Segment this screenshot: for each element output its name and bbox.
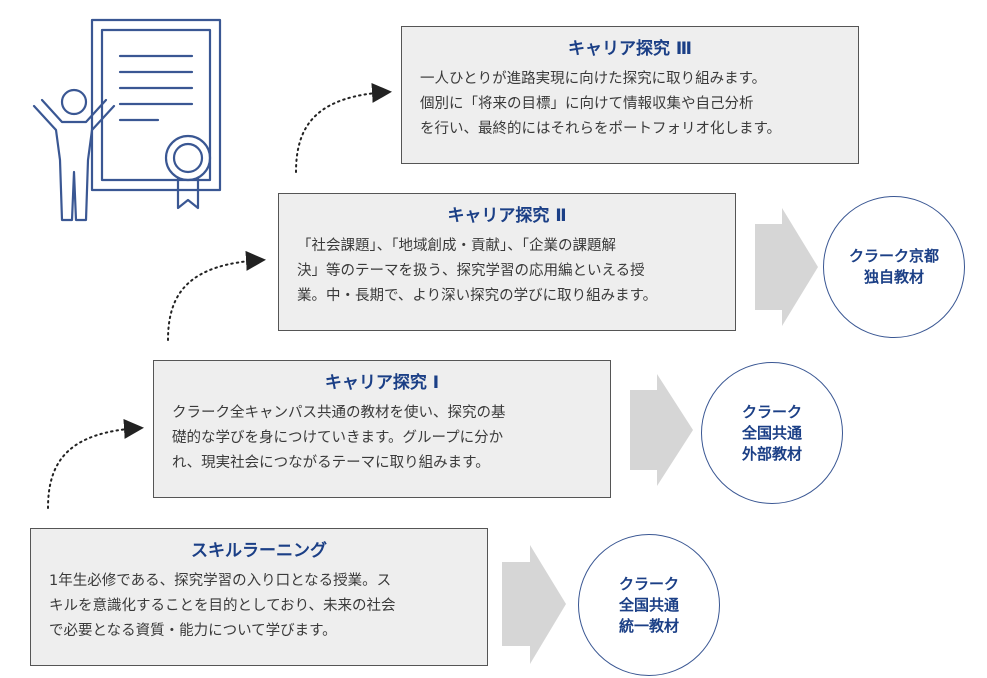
stage-title: キャリア探究 Ⅰ [324, 373, 440, 393]
block-arrow-career1 [630, 374, 693, 486]
certificate-person-icon [32, 18, 222, 222]
stage-description: クラーク全キャンパス共通の教材を使い、探究の基 礎的な学びを身につけていきます。… [172, 405, 506, 471]
stage-box-career-1: キャリア探究 Ⅰ クラーク全キャンパス共通の教材を使い、探究の基 礎的な学びを身… [153, 360, 611, 498]
stage-box-career-3: キャリア探究 Ⅲ 一人ひとりが進路実現に向けた探究に取り組みます。 個別に「将来… [401, 26, 859, 164]
stage-description: 「社会課題」、「地域創成・貢献」、「企業の課題解 決」等のテーマを扱う、探究学習… [297, 238, 658, 304]
stage-description: 1年生必修である、探究学習の入り口となる授業。ス キルを意識化することを目的とし… [49, 573, 396, 639]
material-circle-kyoto-original: クラーク京都 独自教材 [823, 196, 965, 338]
material-label: クラーク京都 独自教材 [848, 247, 939, 286]
stage-box-skill-learning: スキルラーニング 1年生必修である、探究学習の入り口となる授業。ス キルを意識化… [30, 528, 488, 666]
material-circle-external: クラーク 全国共通 外部教材 [701, 362, 843, 504]
connector-skill-to-career1 [47, 418, 144, 509]
stage-description: 一人ひとりが進路実現に向けた探究に取り組みます。 個別に「将来の目標」に向けて情… [420, 71, 782, 137]
stage-title: キャリア探究 Ⅲ [568, 39, 692, 59]
connector-career2-to-career3 [295, 82, 392, 173]
material-label: クラーク 全国共通 外部教材 [741, 402, 802, 463]
stage-title: スキルラーニング [191, 541, 327, 561]
block-arrow-career2 [755, 208, 818, 326]
material-circle-unified: クラーク 全国共通 統一教材 [578, 534, 720, 676]
material-label: クラーク 全国共通 統一教材 [618, 574, 679, 635]
connector-career1-to-career2 [167, 250, 266, 341]
block-arrow-skill [502, 545, 566, 664]
stage-box-career-2: キャリア探究 Ⅱ 「社会課題」、「地域創成・貢献」、「企業の課題解 決」等のテー… [278, 193, 736, 331]
stage-title: キャリア探究 Ⅱ [447, 206, 567, 226]
